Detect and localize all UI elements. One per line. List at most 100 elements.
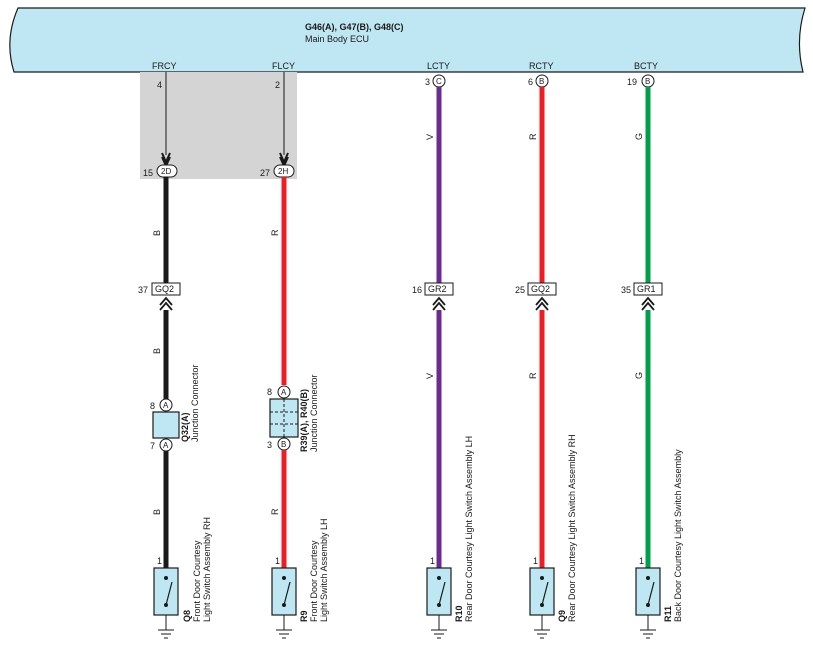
- ecu-letter-bcty: B: [645, 77, 650, 86]
- ecu-letter-rcty: B: [539, 77, 544, 86]
- switch-pin-r10: 1: [430, 556, 435, 566]
- switch-desc1-r9: Front Door Courtesy: [309, 540, 319, 622]
- switch-q8[interactable]: [153, 567, 179, 639]
- circuit-lcty: LCTY 3 C V 16 GR2 V 1 R10 Rear Door Cour…: [412, 61, 474, 639]
- jc-desc-q32: Junction Connector: [190, 364, 200, 442]
- wire-code-rcty-2: R: [528, 372, 538, 379]
- wire-code-flcy-2: R: [270, 508, 280, 515]
- wire-code-frcy-1: B: [152, 230, 162, 236]
- jc-name-q32: Q32(A): [180, 412, 190, 442]
- jc-name-r39: R39(A), R40(B): [299, 389, 309, 452]
- switch-icon[interactable]: [529, 567, 555, 616]
- wire-code-bcty-1: G: [634, 133, 644, 140]
- jb-connector-label-2d: 2D: [161, 167, 171, 176]
- switch-id-r10: R10: [454, 605, 464, 622]
- conn-pin-lcty: 16: [412, 285, 422, 295]
- circuit-flcy: FLCY 2 27 2H R 8 A 3 B R39(A), R40(B) Ju…: [260, 61, 329, 639]
- connector-label-gq2-rcty: GQ2: [531, 284, 550, 294]
- jc-pin-bot-flcy: 3: [267, 440, 272, 450]
- switch-desc1-r10: Rear Door Courtesy Light Switch Assembly…: [464, 436, 474, 622]
- jc-letter-bot-flcy: B: [281, 440, 286, 449]
- jc-letter-bot-frcy: A: [163, 441, 169, 450]
- conn-pin-bcty: 35: [621, 285, 631, 295]
- switch-pin-q9: 1: [533, 556, 538, 566]
- wire-code-lcty-2: V: [425, 373, 435, 379]
- jb-pin-frcy: 15: [143, 168, 153, 178]
- jb-pin-flcy: 27: [260, 168, 270, 178]
- switch-r9[interactable]: [271, 567, 297, 639]
- connector-gq2-rcty[interactable]: [527, 282, 557, 296]
- switch-desc1-r11: Back Door Courtesy Light Switch Assembly: [673, 449, 683, 622]
- ecu-pin-flcy: 2: [275, 80, 280, 90]
- ecu-terminal-rcty: RCTY: [529, 61, 554, 71]
- wire-code-rcty-1: R: [528, 133, 538, 140]
- connector-label-gr2-lcty: GR2: [428, 284, 447, 294]
- jc-letter-top-flcy: A: [281, 388, 287, 397]
- jc-terminal-top-flcy[interactable]: [277, 385, 291, 399]
- ecu-terminal-lcty: LCTY: [427, 61, 450, 71]
- jc-terminal-top-frcy[interactable]: [159, 398, 173, 412]
- switch-id-r11: R11: [663, 606, 673, 622]
- switch-icon[interactable]: [271, 567, 297, 616]
- switch-desc2-r9: Light Switch Assembly LH: [319, 518, 329, 622]
- ground-icon: [276, 629, 292, 639]
- conn-pin-frcy: 37: [138, 285, 148, 295]
- switch-r11[interactable]: [635, 567, 661, 639]
- switch-pin-r11: 1: [639, 556, 644, 566]
- ecu-subtitle: Main Body ECU: [305, 34, 369, 44]
- connector-gr2-lcty[interactable]: [424, 282, 454, 296]
- circuit-bcty: BCTY 19 B G 35 GR1 G 1 R11 Back Door Cou…: [621, 61, 683, 639]
- switch-q9[interactable]: [529, 567, 555, 639]
- chevron-up-icon: [432, 296, 446, 311]
- junction-connector-q32[interactable]: [152, 411, 180, 439]
- connector-gr1-bcty[interactable]: [633, 282, 663, 296]
- switch-pin-q8: 1: [157, 556, 162, 566]
- jc-desc-r39: Junction Connector: [309, 374, 319, 452]
- connector-label-gq2-frcy: GQ2: [155, 284, 174, 294]
- ecu-title: G46(A), G47(B), G48(C): [305, 22, 404, 32]
- switch-icon[interactable]: [635, 567, 661, 616]
- jc-pin-top-flcy: 8: [267, 387, 272, 397]
- switch-r10[interactable]: [426, 567, 452, 639]
- chevron-up-icon: [535, 296, 549, 311]
- wire-code-lcty-1: V: [425, 134, 435, 140]
- wire-code-flcy-1: R: [270, 229, 280, 236]
- wire-code-bcty-2: G: [634, 372, 644, 379]
- junction-connector-r39[interactable]: [269, 398, 299, 438]
- ecu-pin-bcty: 19: [627, 77, 637, 87]
- ecu-body[interactable]: [9, 7, 806, 73]
- ground-icon: [534, 629, 550, 639]
- ecu-pin-frcy: 4: [157, 80, 162, 90]
- chevron-up-icon: [159, 296, 173, 311]
- jc-pin-top-frcy: 8: [150, 401, 155, 411]
- ecu-pin-rcty: 6: [528, 77, 533, 87]
- ecu-terminal-bcty: BCTY: [634, 61, 658, 71]
- jb-connector-label-2h: 2H: [278, 167, 288, 176]
- switch-icon[interactable]: [153, 567, 179, 616]
- switch-pin-r9: 1: [275, 556, 280, 566]
- connector-label-gr1-bcty: GR1: [637, 284, 656, 294]
- jc-letter-top-frcy: A: [163, 401, 169, 410]
- ecu-letter-lcty: C: [436, 77, 442, 86]
- ground-icon: [431, 629, 447, 639]
- junction-block: [140, 72, 297, 179]
- switch-desc1-q8: Front Door Courtesy: [192, 540, 202, 622]
- wire-code-frcy-3: B: [152, 509, 162, 515]
- ecu-terminal-flcy: FLCY: [272, 61, 295, 71]
- connector-gq2-frcy[interactable]: [151, 282, 181, 296]
- ground-icon: [640, 629, 656, 639]
- switch-id-q9: Q9: [557, 610, 567, 622]
- circuit-rcty: RCTY 6 B R 25 GQ2 R 1 Q9 Rear Door Court…: [515, 61, 577, 639]
- ecu-terminal-frcy: FRCY: [152, 61, 177, 71]
- switch-id-q8: Q8: [182, 610, 192, 622]
- circuit-frcy: FRCY 4 15 2D B 37 GQ2 B 8 A 7 A Q32(A) J…: [138, 61, 212, 639]
- switch-icon[interactable]: [426, 567, 452, 616]
- wire-code-frcy-2: B: [152, 348, 162, 354]
- ecu-pin-lcty: 3: [425, 77, 430, 87]
- switch-desc1-q9: Rear Door Courtesy Light Switch Assembly…: [567, 434, 577, 622]
- conn-pin-rcty: 25: [515, 285, 525, 295]
- switch-id-r9: R9: [299, 610, 309, 622]
- jc-pin-bot-frcy: 7: [150, 441, 155, 451]
